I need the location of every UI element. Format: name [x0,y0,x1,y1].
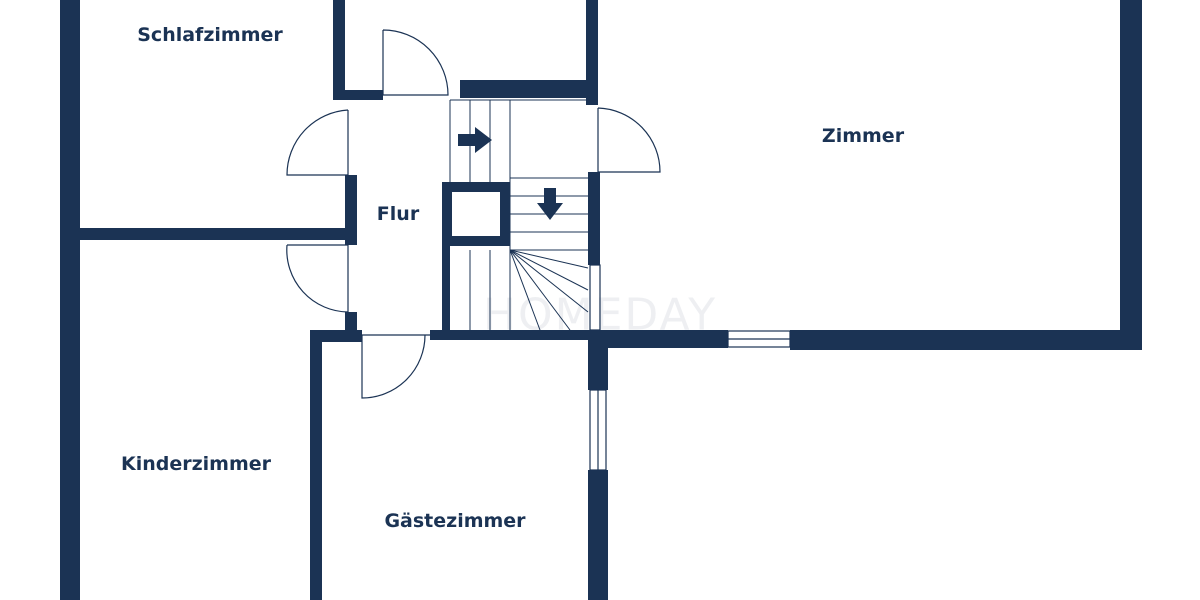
wall-guest-left [310,330,322,600]
window-stair-right [589,264,601,331]
wall-guest-right-bottom [588,470,608,600]
wall-hall-bottom [430,330,600,340]
door-kinderzimmer [286,244,349,313]
room-label-zimmer: Zimmer [821,125,905,147]
wall-bedroom-bottom [80,228,350,240]
door-hall-top [382,29,449,96]
stair-arrow-down-icon [537,188,563,220]
room-label-flur: Flur [376,203,420,225]
wall-guest-top-left [310,330,362,342]
wall-left-outer [60,0,80,600]
wall-bedroom-right-top [333,0,345,92]
watermark: HOMEDAY [482,289,718,341]
wall-zimmer-bottom-left [598,330,728,348]
door-zimmer [597,107,661,173]
wall-zimmer-bottom-right [790,330,1142,350]
wall-zimmer-left-mid [588,172,600,265]
windows [589,264,791,471]
wall-hall-left-low [345,312,357,330]
room-label-schlafzimmer: Schlafzimmer [137,24,283,46]
stair-arrows [458,127,563,220]
wall-top-box-bottom [460,80,598,98]
wall-stair-left [442,246,450,336]
stair-arrow-right-icon [458,127,492,153]
wall-hall-top [333,90,383,100]
wall-zimmer-right [1120,0,1142,350]
wall-zimmer-left-top [586,0,598,105]
room-label-gaestezimmer: Gästezimmer [384,510,526,532]
staircase [449,99,589,331]
wall-guest-right-top [588,340,608,390]
room-label-kinderzimmer: Kinderzimmer [120,453,272,475]
door-bedroom [286,109,349,176]
door-guest [361,334,430,399]
wall-hall-left-mid [345,175,357,245]
doors [286,29,661,399]
